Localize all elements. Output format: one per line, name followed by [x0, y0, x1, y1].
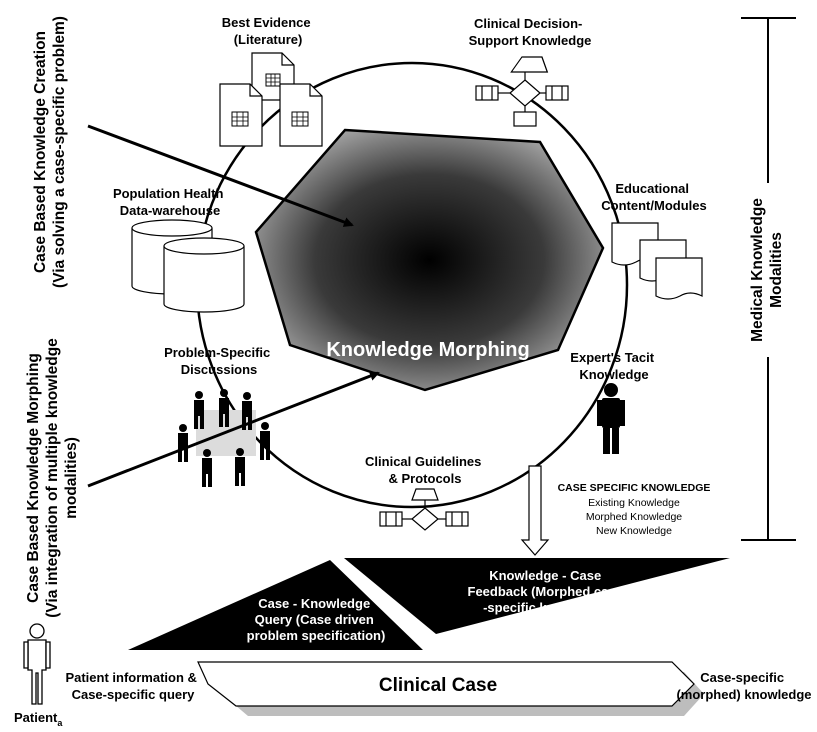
knowledge-creation-label: Case Based Knowledge Creation (Via solvi… — [32, 16, 68, 288]
clinical-case-title: Clinical Case — [379, 675, 497, 696]
svg-text:(Via solving a case-specific p: (Via solving a case-specific problem) — [51, 16, 68, 288]
case-knowledge-query-panel — [128, 560, 423, 650]
guidelines-label: Clinical Guidelines & Protocols — [365, 454, 485, 486]
expert-tacit-label: Expert's Tacit Knowledge — [570, 350, 657, 382]
population-health-label: Population Health Data-warehouse — [113, 186, 227, 218]
expert-person-icon — [597, 383, 625, 454]
svg-text:Morphed Knowledge: Morphed Knowledge — [586, 511, 682, 523]
svg-text:Case Based Knowledge Creation: Case Based Knowledge Creation — [32, 31, 49, 273]
decision-support-flowchart-icon — [475, 56, 569, 127]
decision-support-label: Clinical Decision- Support Knowledge — [469, 16, 592, 48]
guidelines-flowchart-icon — [379, 488, 469, 531]
clinical-case-banner — [197, 661, 695, 707]
svg-text:Case Based Knowledge Morphing: Case Based Knowledge Morphing — [25, 353, 42, 603]
svg-text:CASE SPECIFIC KNOWLEDGE: CASE SPECIFIC KNOWLEDGE — [558, 482, 711, 494]
knowledge-morphing-label: Case Based Knowledge Morphing (Via integ… — [25, 338, 80, 618]
svg-text:modalities): modalities) — [63, 437, 80, 519]
modalities-bracket — [741, 17, 796, 541]
case-specific-down-arrow — [520, 465, 550, 556]
case-knowledge-query-label: Case - Knowledge Query (Case driven prob… — [247, 596, 386, 643]
creation-arrow — [87, 124, 354, 227]
knowledge-case-feedback-label: Knowledge - Case Feedback (Morphed case … — [468, 568, 627, 615]
svg-text:Medical Knowledge: Medical Knowledge — [749, 198, 766, 342]
morphing-arrow — [87, 371, 380, 488]
svg-text:Existing Knowledge: Existing Knowledge — [588, 497, 680, 509]
core-title: Knowledge Morphing — [326, 339, 529, 361]
knowledge-case-feedback-panel — [344, 558, 730, 634]
svg-text:(Via integration of multiple k: (Via integration of multiple knowledge — [44, 338, 61, 618]
patient-label: Patienta — [14, 710, 63, 728]
modalities-label: Medical Knowledge Modalities — [749, 198, 785, 342]
patient-input-label: Patient information & Case-specific quer… — [65, 670, 200, 702]
knowledge-morphing-core — [254, 128, 605, 392]
best-evidence-label: Best Evidence (Literature) — [222, 15, 315, 47]
database-icon — [131, 219, 245, 313]
discussions-label: Problem-Specific Discussions — [164, 345, 274, 377]
best-evidence-document-icon — [219, 52, 323, 147]
educational-content-icon — [611, 222, 703, 300]
svg-text:New Knowledge: New Knowledge — [596, 525, 672, 537]
case-specific-knowledge: CASE SPECIFIC KNOWLEDGE Existing Knowled… — [558, 482, 711, 537]
patient-person-icon — [23, 623, 51, 705]
educational-label: Educational Content/Modules — [601, 181, 706, 213]
svg-text:Modalities: Modalities — [768, 232, 785, 308]
morphed-knowledge-output-label: Case-specific (morphed) knowledge — [676, 670, 811, 702]
